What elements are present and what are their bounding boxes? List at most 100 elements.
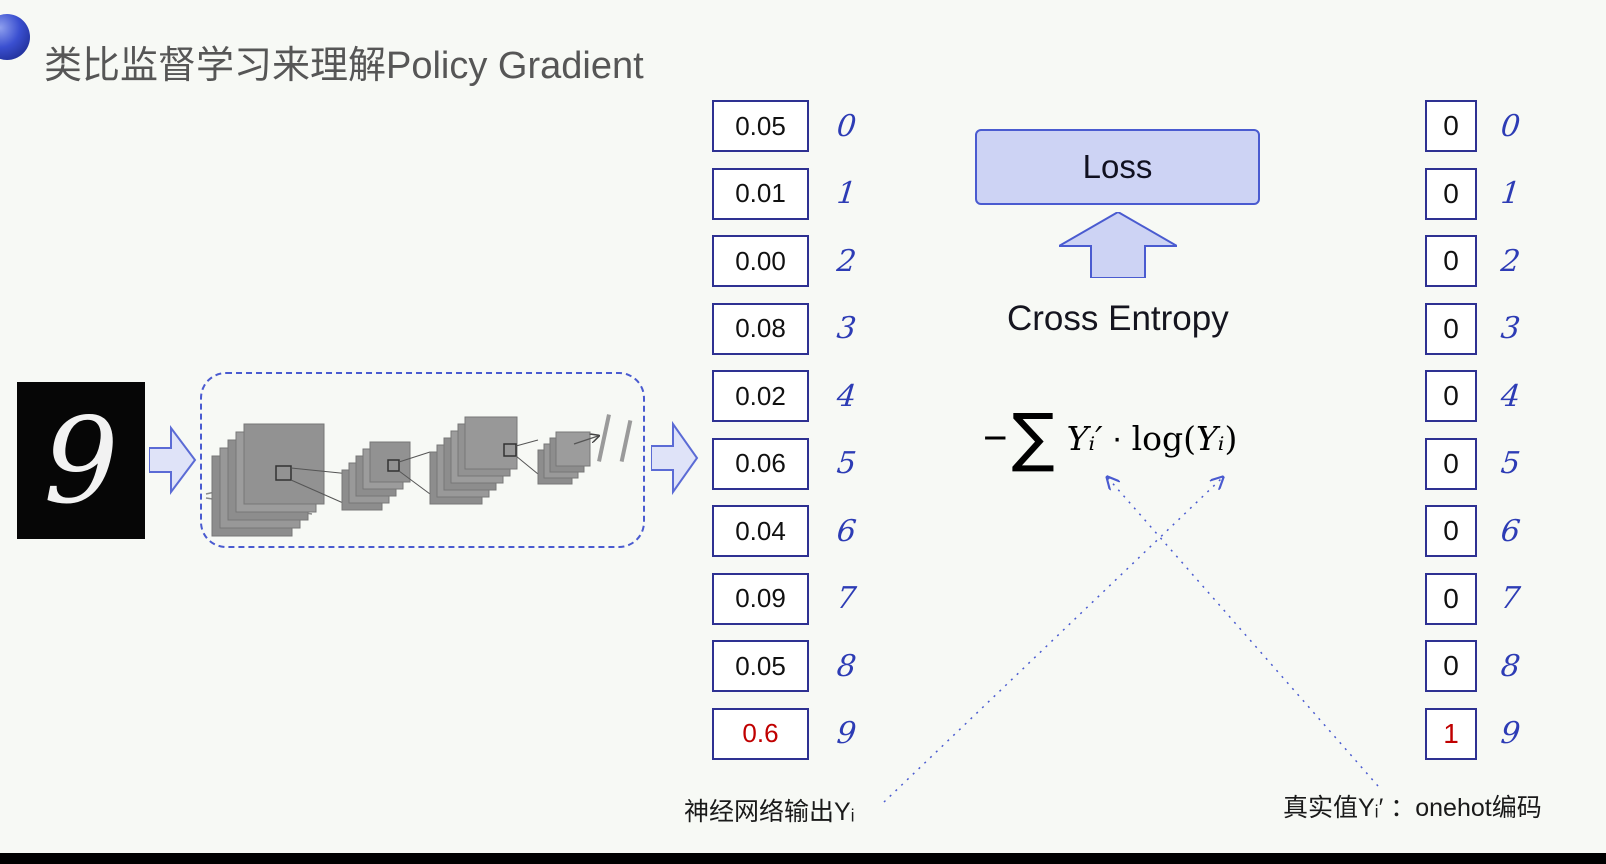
network-output-row: 0.08 3 (712, 302, 858, 355)
row-digit-label: 8 (1499, 648, 1522, 684)
onehot-box: 0 (1425, 370, 1477, 422)
page-title: 类比监督学习来理解Policy Gradient (44, 45, 644, 87)
onehot-box: 0 (1425, 100, 1477, 152)
row-digit-label: 7 (1499, 581, 1522, 616)
onehot-row: 0 7 (1425, 572, 1522, 625)
row-digit-label: 9 (1499, 716, 1522, 751)
probability-value: 0.05 (735, 650, 786, 681)
formula-log-open: log( (1131, 418, 1196, 458)
probability-box: 0.01 (712, 167, 809, 220)
digit-glyph: 9 (43, 391, 119, 530)
probability-box: 0.08 (712, 302, 809, 355)
probability-value: 0.08 (735, 313, 786, 343)
probability-box: 0.04 (712, 505, 809, 557)
row-digit-label: 0 (1499, 108, 1522, 144)
onehot-value: 0 (1443, 245, 1459, 276)
cross-entropy-label: Cross Entropy (1007, 299, 1229, 338)
onehot-box-highlighted: 1 (1425, 707, 1477, 760)
probability-value: 0.05 (735, 110, 786, 141)
onehot-row: 0 2 (1425, 235, 1522, 287)
onehot-value: 0 (1443, 177, 1459, 209)
onehot-row: 0 3 (1425, 302, 1522, 355)
onehot-row: 0 5 (1425, 437, 1522, 490)
row-digit-label: 2 (1499, 243, 1522, 279)
row-digit-label: 6 (835, 513, 858, 549)
formula-y-pred: Yᵢ (1196, 418, 1225, 458)
onehot-row: 0 8 (1425, 640, 1522, 692)
network-output-row: 0.05 8 (712, 640, 858, 692)
formula-minus: − (983, 414, 1008, 461)
probability-box: 0.00 (712, 235, 809, 287)
network-dashed-box (200, 372, 645, 548)
probability-box: 0.05 (712, 640, 809, 692)
row-digit-label: 3 (1499, 311, 1522, 346)
network-output-row: 0.05 0 (712, 100, 858, 152)
onehot-box: 0 (1425, 167, 1477, 220)
input-arrow-icon (149, 425, 197, 495)
network-output-row: 0.6 9 (712, 707, 858, 760)
onehot-row: 0 4 (1425, 370, 1522, 422)
onehot-value: 0 (1443, 582, 1459, 614)
onehot-row: 0 0 (1425, 100, 1522, 152)
onehot-value: 0 (1443, 312, 1459, 344)
formula-dot: · (1111, 419, 1123, 456)
row-digit-label: 6 (1499, 513, 1522, 549)
row-digit-label: 5 (1499, 446, 1522, 481)
probability-value: 0.6 (742, 718, 779, 748)
row-digit-label: 7 (835, 581, 858, 616)
probability-box-highlighted: 0.6 (712, 707, 809, 760)
loss-label: Loss (1082, 148, 1153, 185)
network-output-row: 0.06 5 (712, 437, 858, 490)
row-digit-label: 4 (1499, 378, 1522, 414)
bottom-letterbox-bar (0, 853, 1606, 864)
network-output-row: 0.09 7 (712, 572, 858, 625)
onehot-value: 0 (1443, 447, 1459, 479)
onehot-box: 0 (1425, 640, 1477, 692)
probability-value: 0.02 (735, 380, 786, 411)
row-digit-label: 9 (835, 716, 858, 751)
onehot-box: 0 (1425, 505, 1477, 557)
onehot-caption: 真实值Yᵢ′ ：onehot编码 (1283, 794, 1542, 822)
onehot-box: 0 (1425, 302, 1477, 355)
row-digit-label: 1 (1499, 176, 1522, 211)
row-digit-label: 5 (835, 446, 858, 481)
onehot-box: 0 (1425, 437, 1477, 490)
network-output-row: 0.01 1 (712, 167, 858, 220)
network-output-column: 0.05 0 0.01 1 0.00 2 0.08 3 0.02 4 0.06 … (712, 100, 858, 760)
network-output-row: 0.04 6 (712, 505, 858, 557)
probability-value: 0.04 (735, 515, 786, 546)
onehot-row: 0 1 (1425, 167, 1522, 220)
row-digit-label: 2 (835, 243, 858, 279)
row-digit-label: 4 (835, 378, 858, 414)
onehot-value: 0 (1443, 380, 1459, 411)
probability-box: 0.02 (712, 370, 809, 422)
row-digit-label: 3 (835, 311, 858, 346)
onehot-value: 1 (1443, 717, 1459, 749)
probability-value: 0.00 (735, 245, 786, 276)
onehot-box: 0 (1425, 235, 1477, 287)
row-digit-label: 8 (835, 648, 858, 684)
probability-value: 0.06 (735, 448, 786, 478)
up-arrow-icon (1059, 212, 1177, 278)
probability-value: 0.09 (735, 583, 786, 613)
row-digit-label: 0 (835, 108, 858, 144)
loss-box: Loss (975, 129, 1260, 205)
probability-box: 0.06 (712, 437, 809, 490)
cross-entropy-formula: − ∑ Yᵢ′ · log( Yᵢ ) (983, 402, 1237, 474)
onehot-box: 0 (1425, 572, 1477, 625)
formula-y-true: Yᵢ′ (1066, 418, 1103, 458)
probability-box: 0.05 (712, 100, 809, 152)
probability-box: 0.09 (712, 572, 809, 625)
output-arrow-icon (651, 420, 699, 496)
onehot-value: 0 (1443, 650, 1459, 681)
mnist-digit-image: 9 (17, 382, 145, 539)
onehot-value: 0 (1443, 110, 1459, 141)
onehot-row: 0 6 (1425, 505, 1522, 557)
network-output-caption: 神经网络输出Yᵢ (684, 798, 855, 826)
onehot-column: 0 0 0 1 0 2 0 3 0 4 0 5 0 6 0 7 (1425, 100, 1522, 760)
cnn-diagram (205, 414, 633, 537)
row-digit-label: 1 (835, 176, 858, 211)
network-output-row: 0.00 2 (712, 235, 858, 287)
onehot-row: 1 9 (1425, 707, 1522, 760)
